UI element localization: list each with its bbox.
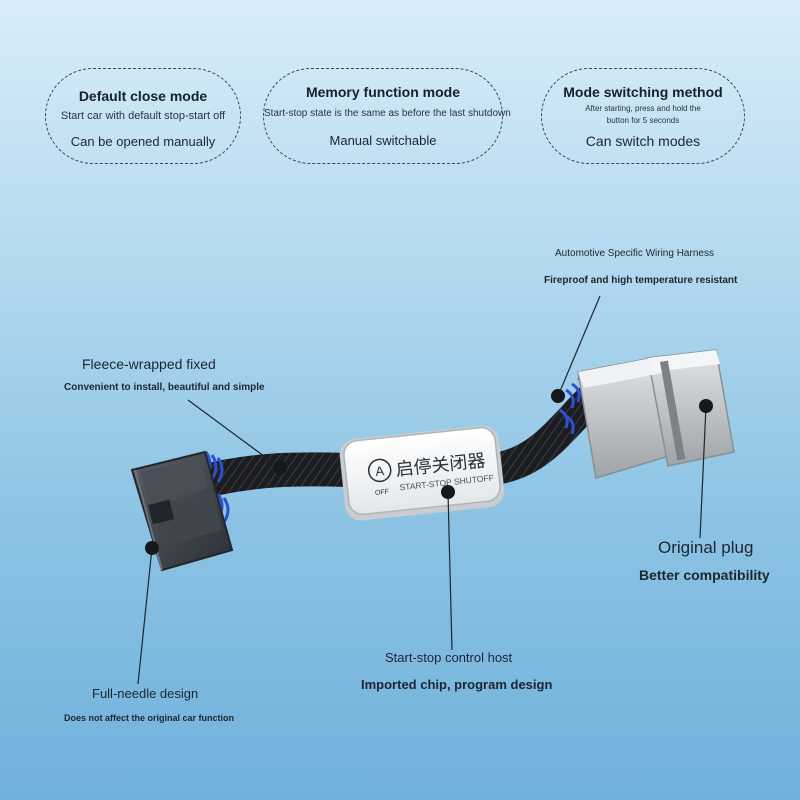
- mode-description: Start car with default stop-start off: [60, 110, 226, 122]
- mode-button-letter: A: [375, 463, 386, 479]
- mode-card-switching-method: Mode switching method After starting, pr…: [541, 68, 745, 164]
- right-connector: [577, 349, 735, 479]
- mode-card-memory-function: Memory function mode Start-stop state is…: [263, 68, 511, 164]
- mode-note: Can be opened manually: [70, 134, 216, 149]
- callout-original-plug-title: Original plug: [658, 538, 754, 557]
- callout-original-plug-sub: Better compatibility: [639, 567, 770, 583]
- mode-title: Mode switching method: [563, 84, 723, 100]
- mode-title: Memory function mode: [305, 84, 460, 100]
- callout-full-needle-sub: Does not affect the original car functio…: [64, 713, 235, 723]
- mode-note: Manual switchable: [329, 133, 437, 148]
- leader-lines: [137, 295, 707, 685]
- callout-control-host-sub: Imported chip, program design: [361, 677, 553, 692]
- callout-fleece-sub: Convenient to install, beautiful and sim…: [64, 382, 265, 393]
- mode-note: Can switch modes: [585, 133, 701, 149]
- mode-button-icon: [367, 458, 392, 483]
- left-connector: [130, 450, 234, 572]
- control-box: A OFF 启停关闭器 START-STOP SHUTOFF: [339, 425, 505, 521]
- callout-fleece-title: Fleece-wrapped fixed: [82, 356, 216, 372]
- mode-button-sub: OFF: [375, 489, 390, 497]
- leader-dots: [145, 389, 713, 555]
- callout-control-host-title: Start-stop control host: [385, 650, 513, 665]
- cable-right: [484, 384, 606, 484]
- callout-harness-sub: Fireproof and high temperature resistant: [544, 275, 738, 286]
- mode-title: Default close mode: [78, 88, 208, 104]
- mode-card-default-close: Default close mode Start car with defaul…: [45, 68, 241, 164]
- callout-full-needle-title: Full-needle design: [92, 686, 199, 701]
- callout-harness-title: Automotive Specific Wiring Harness: [555, 248, 714, 259]
- mode-description: Start-stop state is the same as before t…: [264, 108, 511, 119]
- mode-description: After starting, press and hold the butto…: [585, 104, 701, 125]
